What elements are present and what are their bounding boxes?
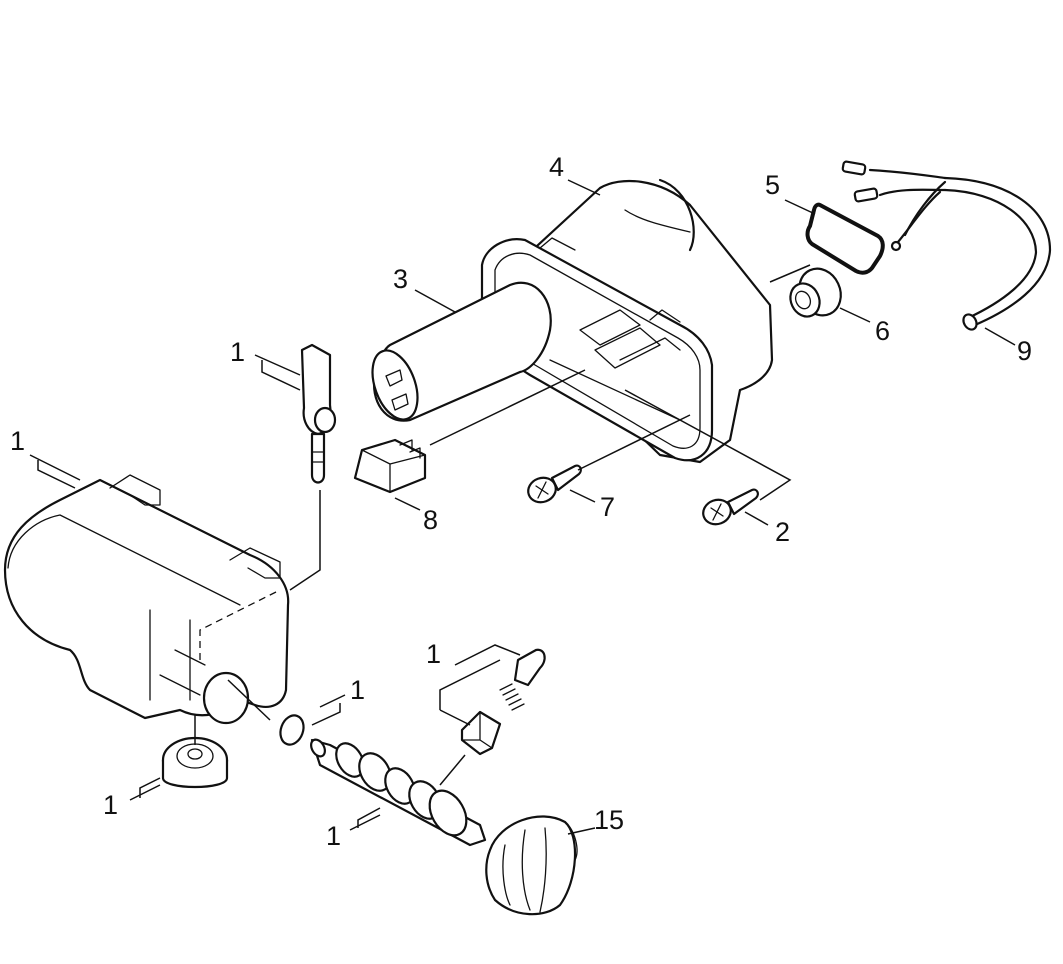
shaft-assembly bbox=[310, 738, 487, 847]
callout-3: 3 bbox=[393, 264, 408, 294]
part-2-screw bbox=[702, 488, 759, 526]
callout-1-o-ring: 1 bbox=[350, 675, 365, 705]
front-housing bbox=[3, 474, 290, 725]
leader-lines bbox=[29, 179, 1016, 835]
callout-9: 9 bbox=[1017, 336, 1032, 366]
callout-7: 7 bbox=[600, 492, 615, 522]
callout-1-plug: 1 bbox=[230, 337, 245, 367]
callout-1-spring-kit: 1 bbox=[426, 639, 441, 669]
o-ring bbox=[279, 714, 305, 746]
part-1-plug-pin bbox=[300, 343, 337, 484]
callout-2: 2 bbox=[775, 517, 790, 547]
callout-1-shaft: 1 bbox=[326, 821, 341, 851]
part-8-switch bbox=[353, 438, 427, 494]
bottom-left-grommet bbox=[161, 736, 229, 789]
spring-pin-holder bbox=[460, 648, 546, 756]
part-3-capacitor bbox=[371, 281, 552, 422]
callout-5: 5 bbox=[765, 170, 780, 200]
part-15-knob bbox=[485, 815, 578, 916]
part-5-gasket bbox=[805, 202, 885, 275]
callout-4: 4 bbox=[549, 152, 564, 182]
part-6-grommet bbox=[789, 267, 842, 318]
part-9-cable bbox=[841, 160, 1052, 331]
callout-labels: 4 5 3 6 9 7 2 8 1 1 1 1 1 1 15 bbox=[10, 152, 1032, 851]
callout-1-grommet: 1 bbox=[103, 790, 118, 820]
part-7-screw bbox=[527, 464, 582, 504]
callout-1-housing: 1 bbox=[10, 426, 25, 456]
callout-15: 15 bbox=[594, 805, 624, 835]
callout-8: 8 bbox=[423, 505, 438, 535]
callout-6: 6 bbox=[875, 316, 890, 346]
